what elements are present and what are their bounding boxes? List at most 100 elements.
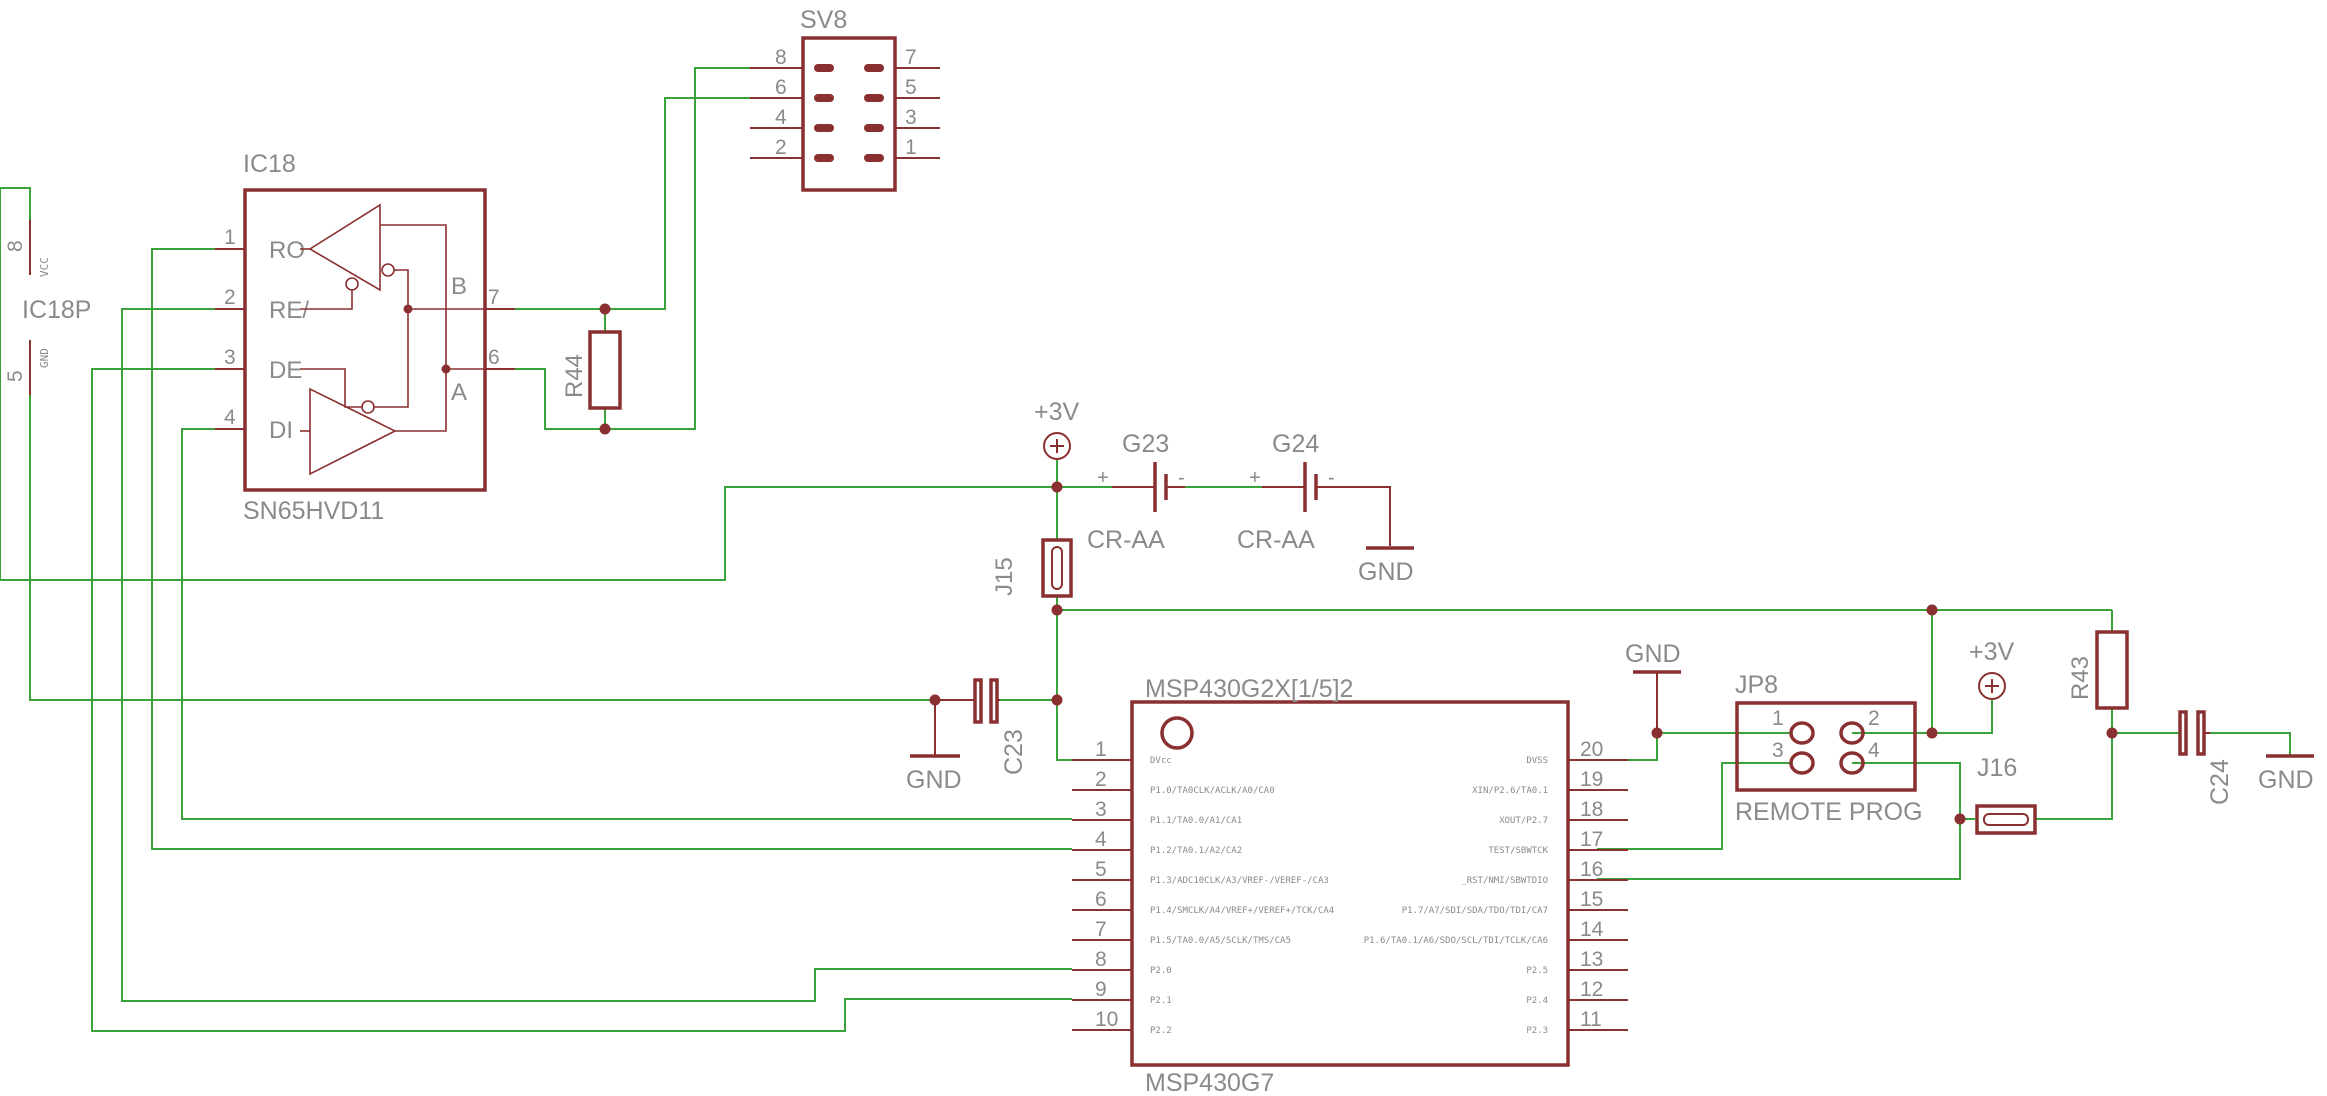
mcu-pin-function: _RST/NMI/SBWTDIO [1461,876,1548,886]
ic18p-name: IC18P [22,296,91,324]
vcc-symbol [1978,672,2006,700]
net-a [515,67,800,430]
c23-name: C23 [1000,729,1028,775]
mcu-pin-function: P1.0/TA0CLK/ACLK/A0/CA0 [1150,786,1275,796]
sv8-pinnum: 6 [775,76,787,99]
mcu-pin-function: TEST/SBWTCK [1488,846,1548,856]
sv8-pad [814,94,834,102]
mcu-pin-number: 13 [1580,948,1603,971]
g23-plus: + [1097,467,1109,489]
mcu-pin-number: 14 [1580,918,1604,941]
junction [599,423,611,435]
j15-jumper: J15 [991,538,1073,598]
ic18-body [243,188,487,492]
sv8-pinnum: 3 [905,106,917,129]
net-de [91,368,1072,1032]
de-internal [300,368,362,408]
junction [1926,727,1938,739]
mcu-pin-number: 12 [1580,978,1603,1001]
g23-minus: - [1178,467,1185,489]
gnd-symbol-c24: GND [2258,754,2314,794]
sv8-pad [864,124,884,132]
ic18p-pin8: 8 [4,240,27,252]
jp8-pinnum-3: 3 [1772,739,1784,762]
ic18-pinnum-4: 4 [224,406,236,429]
sv8-name: SV8 [800,6,847,34]
sv8-pinnum: 5 [905,76,917,99]
g23-value: CR-AA [1087,526,1165,554]
mcu-pin-function: P2.1 [1150,996,1172,1006]
mcu-pin-function: P1.6/TA0.1/A6/SDO/SCL/TDI/TCLK/CA6 [1364,936,1548,946]
mcu-pin-number: 19 [1580,768,1603,791]
ic18-pinnum-3: 3 [224,346,236,369]
jp8-pad-3 [1789,751,1815,775]
ic18-label-di: DI [269,417,293,444]
net-jp8-pin4 [1852,762,1961,819]
junction [1954,813,1966,825]
mcu-pin-function: P2.0 [1150,966,1172,976]
sv8-pads [814,64,884,162]
sv8-pinnum: 4 [775,106,787,129]
c23-plate-left [973,678,983,724]
junction [599,303,611,315]
net-dvss [1597,730,1792,761]
jp8-remote-prog: JP8 REMOTE PROG 1 2 3 4 [1735,671,1923,826]
j16-link [1983,813,2029,826]
g24-lead-gnd [1316,486,1391,546]
ic18-pinnum-6: 6 [488,346,500,369]
g24-value: CR-AA [1237,526,1315,554]
mcu-pin-function: DVSS [1526,756,1548,766]
supply-3v-top: +3V [1034,398,1080,460]
mcu-pin-number: 20 [1580,738,1603,761]
jp8-pinnum-1: 1 [1772,707,1784,730]
mcu-pin-number: 6 [1095,888,1107,911]
mcu-pin-function: P2.4 [1526,996,1548,1006]
ic18p-gnd-label: GND [38,348,51,368]
mcu-pin-number: 9 [1095,978,1107,1001]
ic18p-vcc-label: VCC [38,257,51,277]
mcu-pin-number: 17 [1580,828,1603,851]
net-jp8-3v [1852,700,1993,734]
net-rst [1597,818,1975,880]
c24-plate-right [2196,710,2206,756]
mcu-pin-number: 10 [1095,1008,1118,1031]
sv8-pinnum: 8 [775,46,787,69]
sv8-pad [864,94,884,102]
jp8-pad-2 [1839,721,1865,745]
gnd-symbol-g24: GND [1358,546,1414,586]
gnd-label: GND [1625,640,1681,668]
g24-battery: + - G24 CR-AA [1237,430,1391,554]
rx-b-internal [380,224,447,369]
net-di [181,428,1072,820]
g23-battery: + - G23 CR-AA [1087,430,1185,554]
gnd-label: GND [2258,766,2314,794]
g24-name: G24 [1272,430,1319,458]
r43-resistor: R43 [2067,630,2129,710]
r44-name: R44 [561,354,588,398]
j16-name: J16 [1977,754,2017,782]
r43-name: R43 [2067,656,2094,700]
net-re [121,308,1072,1002]
j15-link [1051,546,1063,590]
net-ro [151,248,1072,850]
ic18-pinnum-1: 1 [224,226,236,249]
ic18-transceiver: IC18 SN65HVD11 1 2 3 4 7 6 RO RE/ DE DI … [215,150,515,525]
c24-capacitor: C24 [2178,710,2234,805]
ic18-name: IC18 [243,150,296,178]
rx-a-internal [394,269,485,310]
mcu-pin-number: 2 [1095,768,1107,791]
net-r43-bottom [2111,708,2180,734]
mcu-pin-number: 7 [1095,918,1107,941]
mcu-pin-function: P1.5/TA0.0/A5/SCLK/TMS/CA5 [1150,936,1291,946]
sv8-pad [814,64,834,72]
g24-plus: + [1249,467,1261,489]
driver-buffer-symbol [309,387,397,476]
ic18-pinnum-2: 2 [224,286,236,309]
sv8-pad [864,154,884,162]
mcu-pin-function: P2.3 [1526,1026,1548,1036]
net-test [1597,762,1792,850]
gnd-label: GND [906,766,962,794]
ic18-label-ro: RO [269,237,305,264]
gnd-symbol-dvss: GND [1625,640,1681,733]
net-gnd-ic18p [29,340,935,701]
